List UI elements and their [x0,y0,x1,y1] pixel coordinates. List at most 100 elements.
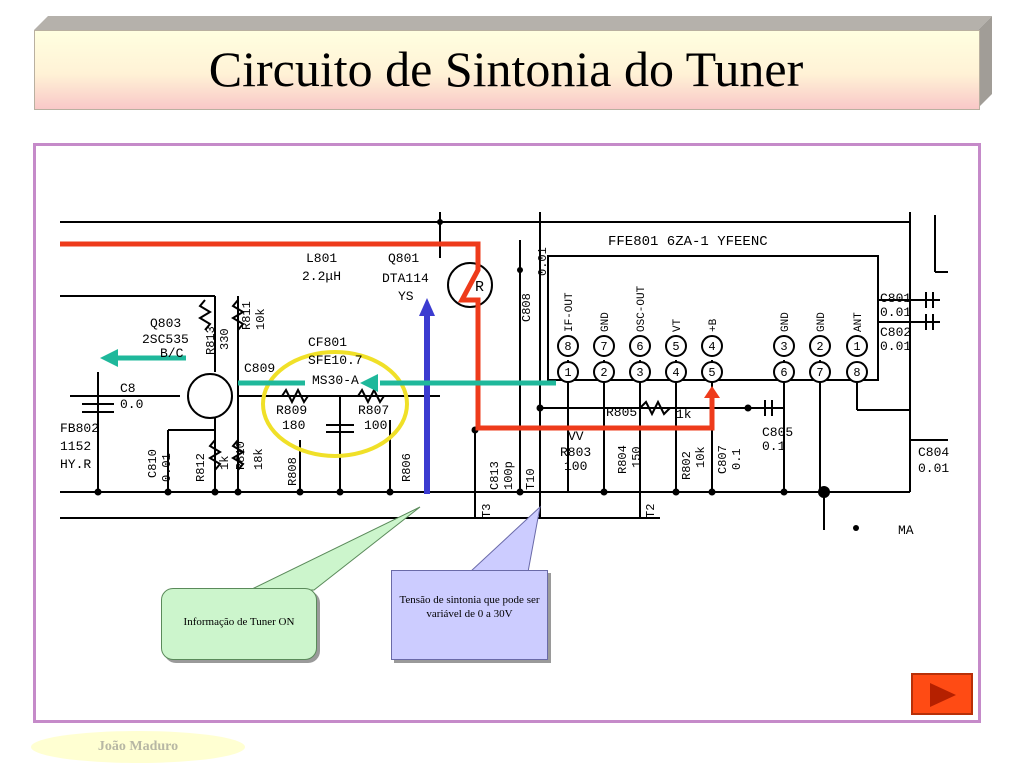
r811-value: 10k [254,308,268,330]
pin-top-5 [665,335,687,357]
junction-dot [336,488,344,496]
c813-label: C813 [488,461,502,490]
c810-value: 0.01 [160,453,174,482]
r812-value: 1k [218,456,232,470]
junction-dot [780,488,788,496]
c807-value: 0.1 [730,448,744,470]
pin-bottom-6 [773,361,795,383]
c808-label: C808 [520,293,534,322]
pin-label-1: ANT [853,312,865,332]
junction-dot [386,488,394,496]
r813-label: R813 [204,326,218,355]
t3-label: T3 [480,504,494,518]
junction-dot [516,488,524,496]
pin-bottom-3 [629,361,651,383]
pin-top-8 [557,335,579,357]
r803-value: 100 [564,459,587,474]
pin-bottom-2 [593,361,615,383]
blue-arrow-head [419,298,435,316]
resistor-r810 [231,439,245,471]
pin-top-7 [593,335,615,357]
pin-bottom-5 [701,361,723,383]
r805-label: R805 [606,405,637,420]
r804-value: 150 [630,446,644,468]
c804-label: C804 [918,445,949,460]
junction-dot [818,486,830,498]
title-bar-top-bevel [34,16,992,30]
q801-label: Q801 [388,251,419,266]
pin-label-3: GND [780,312,792,332]
pin-label-5: VT [672,318,684,332]
pin-top-4 [701,335,723,357]
pin-number-top-7: 7 [600,340,607,354]
c8x-label: C8 [120,381,136,396]
junction-dot [708,488,716,496]
resistor-r807 [357,387,385,405]
pin-label-2: GND [816,312,828,332]
slide-title: Circuito de Sintonia do Tuner [208,41,804,97]
cf801-type: SFE10.7 [308,353,363,368]
c804-value: 0.01 [918,461,949,476]
callout-tuning-voltage: Tensão de sintonia que pode ser variável… [391,570,548,660]
vv-label: VV [568,429,584,444]
callout-tuner-on: Informação de Tuner ON [161,588,317,660]
junction-dot [536,404,544,412]
pin-top-1 [846,335,868,357]
next-slide-button[interactable] [911,673,973,715]
q803-rank: B/C [160,346,184,361]
pin-label-7: GND [600,312,612,332]
r810-value: 18k [252,448,266,470]
c813-value: 100p [502,461,516,490]
red-arrow-head [704,386,720,398]
pin-number-bottom-7: 7 [816,366,823,380]
callout-tuning-voltage-text: Tensão de sintonia que pode ser variável… [399,594,540,620]
pin-top-3 [773,335,795,357]
pin-label-8: IF-OUT [564,292,576,332]
pin-number-bottom-8: 8 [853,366,860,380]
module-label: FFE801 6ZA-1 YFEENC [608,234,768,250]
title-bar-side-bevel [978,16,992,108]
filter-highlight-circle [261,350,409,458]
title-bar [34,30,980,110]
pin-top-6 [629,335,651,357]
resistor-r812 [208,439,222,471]
c802-label: C802 [880,325,911,340]
pin-number-top-3: 3 [780,340,787,354]
r813-value: 330 [218,328,232,350]
junction-dot [853,525,859,531]
junction-dot [234,488,242,496]
ma-label: MA [898,523,914,538]
resistor-r811 [231,299,245,331]
junction-dot [744,404,752,412]
pin-bottom-7 [809,361,831,383]
junction-dot [672,488,680,496]
fb802-type: 1152 [60,439,91,454]
pin-label-6: OSC-OUT [636,285,648,332]
r812-label: R812 [194,453,208,482]
r804-label: R804 [616,445,630,474]
l801-label: L801 [306,251,337,266]
r809-value: 180 [282,418,305,433]
r807-value: 100 [364,418,387,433]
r802-label: R802 [680,451,694,480]
fb802-sub: HY.R [60,457,91,472]
q801-ys: YS [398,289,414,304]
if-output-arrow-head [100,349,118,367]
c808-value: 0.01 [536,247,550,276]
r806-label: R806 [400,453,414,482]
r805-value: 1k [676,407,692,422]
t2-label: T2 [644,504,658,518]
pin-number-top-2: 2 [816,340,823,354]
transistor-q803 [187,373,233,419]
r803-label: R803 [560,445,591,460]
resistor-r809 [281,387,309,405]
pin-bottom-8 [846,361,868,383]
resistor-r813 [198,299,212,331]
l801-value: 2.2μH [302,269,341,284]
pin-number-bottom-1: 1 [564,366,571,380]
resistor-r805 [639,399,671,417]
if-signal-arrow-head [360,374,378,392]
c807-label: C807 [716,445,730,474]
play-arrow-icon [930,683,956,707]
junction-dot [600,488,608,496]
